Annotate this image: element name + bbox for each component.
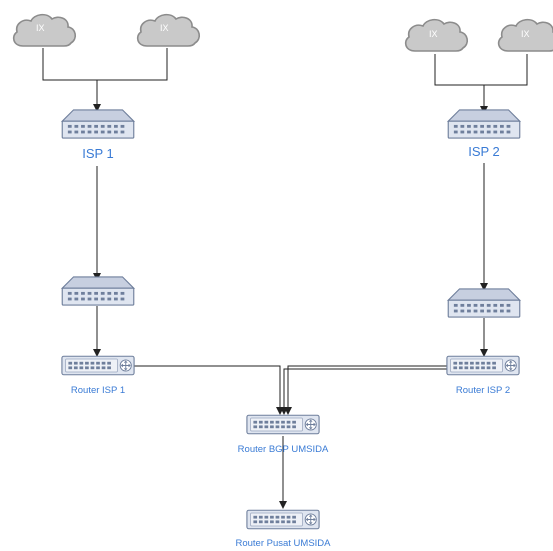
router-pusat-umsida: Router Pusat UMSIDA: [235, 509, 331, 549]
isp1-switch: ISP 1: [61, 109, 135, 161]
router-isp1: Router ISP 1: [61, 355, 135, 396]
edge-ix4-isp2: [484, 54, 528, 86]
cloud-ix-1-label: IX: [36, 23, 45, 33]
cloud-ix-3-label: IX: [429, 29, 438, 39]
router-isp2-label: Router ISP 2: [456, 385, 510, 396]
cloud-ix-1: IX: [12, 13, 77, 47]
cloud-ix-2: IX: [136, 13, 201, 47]
isp2-label: ISP 2: [468, 144, 500, 159]
router-bgp-label: Router BGP UMSIDA: [238, 444, 329, 455]
edge-router-isp1-bgp: [134, 365, 284, 415]
switch-right: [447, 288, 521, 318]
cloud-ix-2-label: IX: [160, 23, 169, 33]
cloud-ix-4-label: IX: [521, 29, 530, 39]
router-isp1-label: Router ISP 1: [71, 385, 125, 396]
edge-router-isp2-bgp-2: [280, 368, 447, 415]
router-pusat-label: Router Pusat UMSIDA: [235, 538, 331, 549]
router-bgp-umsida: Router BGP UMSIDA: [238, 414, 329, 455]
switch-left: [61, 276, 135, 306]
isp2-switch: ISP 2: [447, 109, 521, 159]
edge-ix2-isp1: [97, 48, 168, 81]
cloud-ix-3: IX: [404, 18, 469, 52]
edge-ix1-isp1: [42, 48, 101, 112]
isp1-label: ISP 1: [82, 146, 114, 161]
connections: [42, 48, 528, 509]
router-isp2: Router ISP 2: [446, 355, 520, 396]
edge-ix3-isp2: [434, 54, 488, 114]
cloud-ix-4: IX: [497, 18, 553, 52]
edge-router-isp2-bgp: [284, 365, 447, 415]
